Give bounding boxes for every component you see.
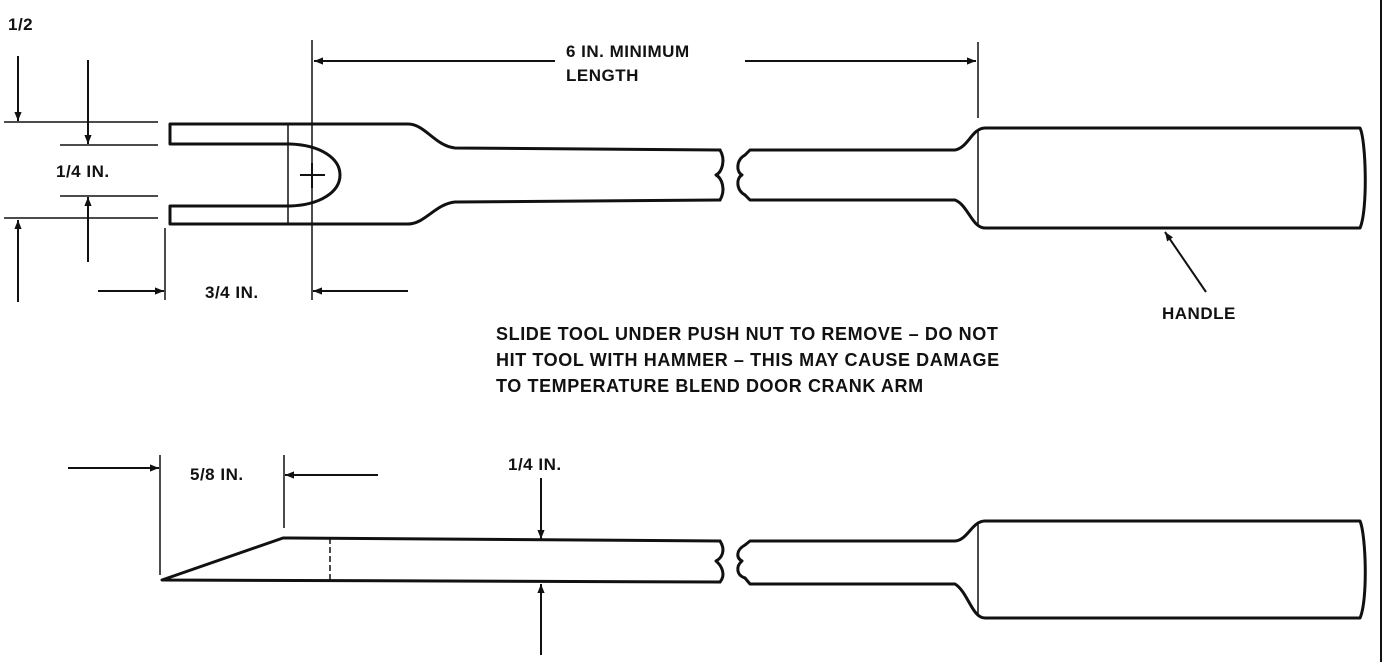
- fork-tool-shaft-right: [743, 126, 1367, 230]
- chisel-shaft-left: [160, 536, 722, 584]
- note-line-1: SLIDE TOOL UNDER PUSH NUT TO REMOVE – DO…: [496, 324, 998, 344]
- note-line-3: TO TEMPERATURE BLEND DOOR CRANK ARM: [496, 376, 924, 396]
- instruction-note: SLIDE TOOL UNDER PUSH NUT TO REMOVE – DO…: [496, 324, 1000, 396]
- quarter-top-label: 1/4 IN.: [56, 162, 110, 181]
- fork-tool-shaft-left: [168, 122, 722, 226]
- fork-dimensions: [4, 40, 1207, 302]
- fork-break-left: [714, 148, 725, 202]
- chisel-tool-side-view: [160, 519, 1367, 620]
- fork-break-right: [736, 153, 747, 197]
- handle-label: HANDLE: [1162, 304, 1236, 323]
- note-line-2: HIT TOOL WITH HAMMER – THIS MAY CAUSE DA…: [496, 350, 1000, 370]
- three-quarter-label: 3/4 IN.: [205, 283, 259, 302]
- half-label: 1/2: [8, 15, 33, 34]
- min-length-label-2: LENGTH: [566, 66, 639, 85]
- min-length-label-1: 6 IN. MINIMUM: [566, 42, 690, 61]
- fork-tool-top-view: [168, 122, 1367, 230]
- top-labels: 1/2 1/4 IN. 3/4 IN. 6 IN. MINIMUM LENGTH…: [8, 15, 1236, 323]
- chisel-labels: 5/8 IN. 1/4 IN.: [190, 455, 562, 484]
- chisel-break-right: [736, 543, 747, 580]
- chisel-break-left: [714, 539, 725, 584]
- chisel-dimensions: [68, 455, 545, 655]
- quarter-bottom-label: 1/4 IN.: [508, 455, 562, 474]
- five-eighths-label: 5/8 IN.: [190, 465, 244, 484]
- handle-leader-arrow: [1164, 231, 1207, 293]
- chisel-shaft-right: [743, 519, 1367, 620]
